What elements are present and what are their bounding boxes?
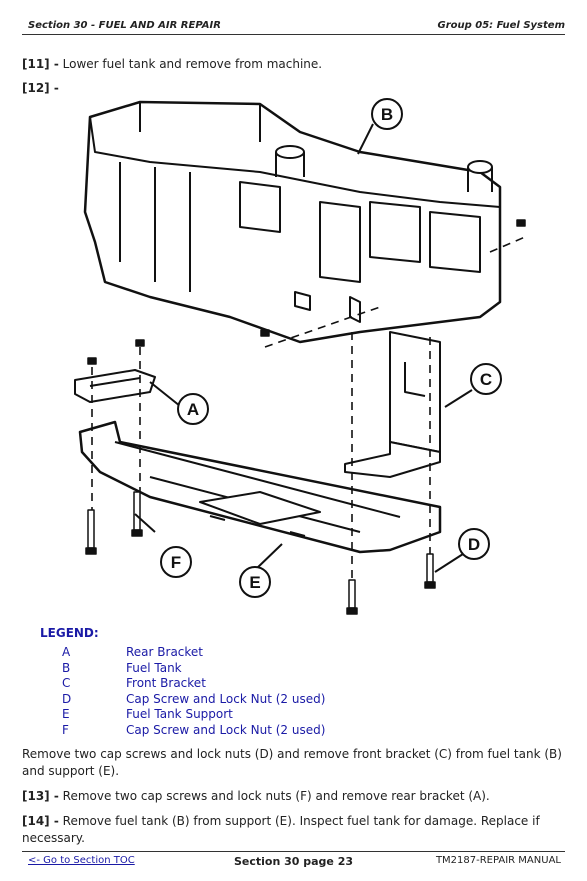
rear-bracket-drawing [74, 369, 156, 403]
header-divider [22, 34, 565, 35]
legend-key: C [62, 676, 71, 691]
page-number: Section 30 page 23 [233, 855, 354, 868]
callout-e: E [239, 566, 271, 598]
cap-screws [85, 219, 526, 615]
svg-text:D: D [468, 535, 480, 554]
legend-label: Fuel Tank [126, 660, 182, 675]
legend-title: LEGEND: [40, 626, 99, 640]
fuel-tank-exploded-diagram: B A C D E F [74, 98, 526, 615]
step-text: Remove two cap screws and lock nuts (F) … [62, 789, 490, 803]
fuel-tank-drawing [83, 100, 502, 344]
manual-id: TM2187-REPAIR MANUAL [435, 855, 561, 866]
step-number: [12] - [22, 81, 59, 95]
step-text: Remove fuel tank (B) from support (E). I… [22, 814, 540, 845]
footer-divider [22, 851, 565, 852]
legend-key: F [62, 722, 69, 737]
legend-item: F Cap Screw and Lock Nut (2 used) [62, 723, 325, 739]
callout-f: F [160, 546, 192, 578]
step-number: [14] - [22, 814, 59, 828]
legend-item: A Rear Bracket [62, 645, 325, 661]
step-14: [14] - Remove fuel tank (B) from support… [22, 813, 567, 847]
callout-a: A [177, 393, 209, 425]
alignment-lines [91, 236, 526, 582]
group-title: Group 05: Fuel System [437, 20, 565, 31]
callout-d: D [458, 528, 490, 560]
step-11: [11] - Lower fuel tank and remove from m… [22, 56, 322, 73]
callout-c: C [470, 363, 502, 395]
legend-key: A [62, 645, 71, 659]
section-toc-link[interactable]: <- Go to Section TOC [28, 855, 135, 866]
step-number: [11] - [22, 57, 59, 71]
section-title: Section 30 - FUEL AND AIR REPAIR [28, 20, 221, 31]
step-number: [13] - [22, 789, 59, 803]
svg-text:C: C [480, 370, 492, 389]
removal-instruction: Remove two cap screws and lock nuts (D) … [22, 747, 562, 778]
step-12: [12] - [22, 80, 59, 97]
svg-text:F: F [171, 553, 181, 572]
svg-text:E: E [249, 573, 260, 592]
legend-label: Cap Screw and Lock Nut (2 used) [126, 691, 326, 706]
legend-key: B [62, 660, 71, 675]
legend-label: Front Bracket [126, 676, 206, 691]
legend-label: Fuel Tank Support [126, 707, 233, 722]
legend-item: E Fuel Tank Support [62, 707, 325, 723]
leader-lines [134, 123, 473, 573]
legend-label: Cap Screw and Lock Nut (2 used) [126, 722, 326, 737]
legend-key: E [62, 707, 70, 722]
legend-item: C Front Bracket [62, 676, 325, 692]
svg-text:B: B [381, 105, 393, 124]
legend-item: B Fuel Tank [62, 661, 325, 677]
legend-key: D [62, 691, 72, 706]
legend-label: Rear Bracket [126, 645, 204, 659]
fuel-tank-support-drawing [78, 420, 442, 554]
callout-b: B [371, 98, 403, 130]
step-13: [13] - Remove two cap screws and lock nu… [22, 788, 567, 805]
front-bracket-drawing [344, 331, 441, 478]
legend-item: D Cap Screw and Lock Nut (2 used) [62, 692, 325, 708]
svg-text:A: A [187, 400, 199, 419]
page-header: Section 30 - FUEL AND AIR REPAIR Group 0… [22, 14, 565, 34]
step-text: Lower fuel tank and remove from machine. [62, 57, 323, 71]
